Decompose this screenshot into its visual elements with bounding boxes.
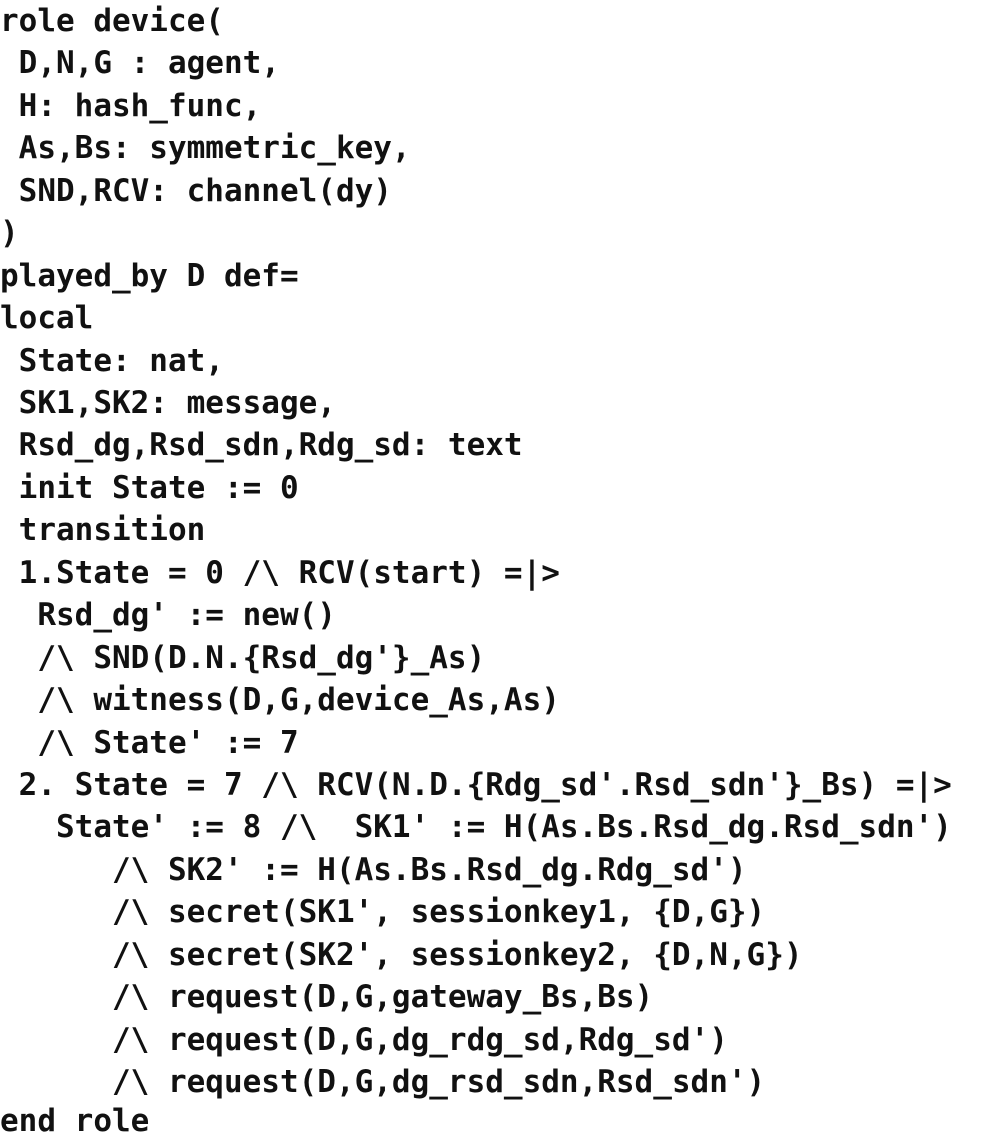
code-line: end role — [0, 1103, 150, 1139]
code-line: /\ SK2' := H(As.Bs.Rsd_dg.Rdg_sd') — [0, 852, 747, 888]
code-line: State' := 8 /\ SK1' := H(As.Bs.Rsd_dg.Rs… — [0, 809, 952, 845]
code-line: 1.State = 0 /\ RCV(start) =|> — [0, 555, 560, 591]
code-line: D,N,G : agent, — [0, 45, 280, 81]
code-line: State: nat, — [0, 343, 224, 379]
code-line: SND,RCV: channel(dy) — [0, 173, 392, 209]
code-line: /\ secret(SK1', sessionkey1, {D,G}) — [0, 894, 766, 930]
code-line: local — [0, 300, 94, 336]
code-line: Rsd_dg,Rsd_sdn,Rdg_sd: text — [0, 427, 523, 463]
code-line: 2. State = 7 /\ RCV(N.D.{Rdg_sd'.Rsd_sdn… — [0, 767, 952, 803]
code-line: /\ State' := 7 — [0, 725, 299, 761]
code-line: SK1,SK2: message, — [0, 385, 336, 421]
code-line: played_by D def= — [0, 258, 299, 294]
code-line: Rsd_dg' := new() — [0, 597, 336, 633]
code-line: role device( — [0, 3, 224, 39]
code-line: /\ witness(D,G,device_As,As) — [0, 682, 560, 718]
code-line: /\ SND(D.N.{Rsd_dg'}_As) — [0, 640, 486, 676]
code-line: /\ request(D,G,dg_rsd_sdn,Rsd_sdn') — [0, 1064, 766, 1100]
code-line: /\ secret(SK2', sessionkey2, {D,N,G}) — [0, 937, 803, 973]
code-line: H: hash_func, — [0, 88, 262, 124]
code-line: As,Bs: symmetric_key, — [0, 130, 411, 166]
code-line: /\ request(D,G,gateway_Bs,Bs) — [0, 979, 654, 1015]
code-line: transition — [0, 512, 206, 548]
code-line: ) — [0, 215, 19, 251]
code-line: /\ request(D,G,dg_rdg_sd,Rdg_sd') — [0, 1022, 728, 1058]
code-line: init State := 0 — [0, 470, 299, 506]
